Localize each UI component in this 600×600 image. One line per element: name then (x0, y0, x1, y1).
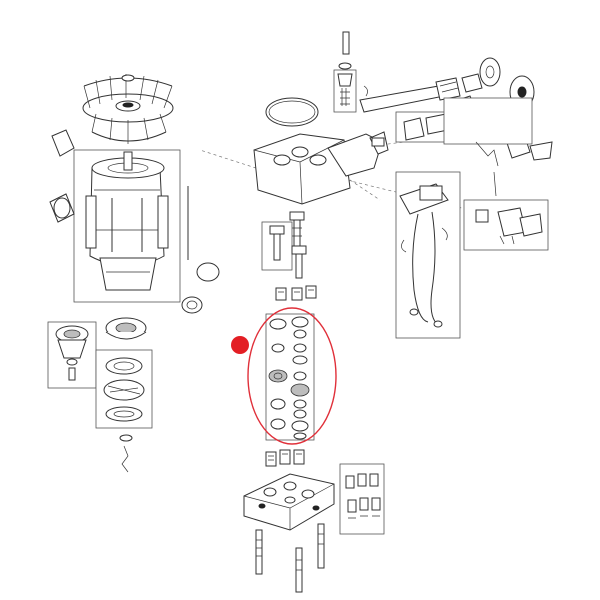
highlight-ellipse (247, 307, 337, 445)
seal-rings (268, 316, 310, 440)
piston-assemblies (261, 211, 307, 279)
cooling-fan (82, 74, 174, 144)
o-ring (265, 97, 319, 127)
pump-head[interactable] (199, 31, 553, 279)
motor-body (85, 151, 169, 291)
pressure-fittings (371, 95, 553, 197)
mounting-bolts (255, 523, 325, 593)
unloader-pin (333, 31, 368, 113)
retaining-clip (121, 74, 135, 82)
upper-valves (275, 285, 317, 301)
wiring-harness[interactable] (395, 171, 549, 339)
bearing-kit[interactable] (47, 317, 153, 473)
callout-marker-dot[interactable] (231, 336, 249, 354)
manifold-and-bolts[interactable] (243, 473, 335, 593)
check-valve-kit[interactable] (265, 449, 385, 535)
pump-housing (253, 131, 389, 205)
valve-seal-kit[interactable] (231, 285, 337, 445)
end-caps (49, 129, 220, 314)
motor-assembly[interactable] (49, 74, 220, 314)
